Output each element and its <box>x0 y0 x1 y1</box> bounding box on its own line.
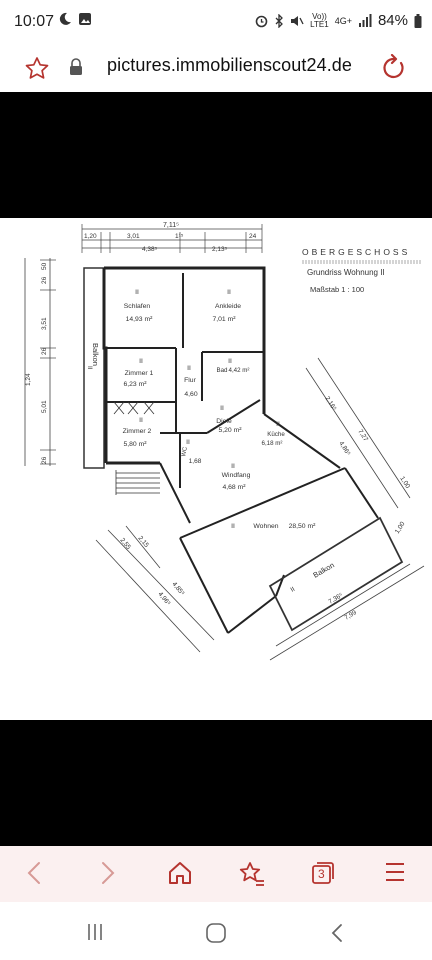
dim-right-c: 7,27 <box>356 428 369 443</box>
lock-icon <box>68 58 84 76</box>
browser-url-bar: pictures.immobilienscout24.de <box>0 46 432 92</box>
svg-text:II: II <box>228 358 232 365</box>
room-diele: Diele <box>216 418 232 425</box>
dim-right-f: 7,99 <box>343 609 358 622</box>
system-back-icon[interactable] <box>328 922 348 944</box>
room-windfang: Windfang <box>222 472 251 479</box>
svg-text:II: II <box>139 417 143 424</box>
browser-bottom-toolbar: 3 <box>0 846 432 902</box>
dim-top-seg6: 2,13⁵ <box>212 246 228 253</box>
room-zimmer2: Zimmer 2 <box>123 428 152 435</box>
bookmark-star-icon[interactable] <box>24 56 50 82</box>
plan-scale: Maßstab 1 : 100 <box>310 285 364 294</box>
alarm-icon <box>255 14 268 28</box>
balcony-right: Balkon <box>312 560 336 579</box>
dim-top-total: 7,11⁵ <box>163 222 179 229</box>
dim-lower-a: 2,55 <box>118 537 132 551</box>
dim-left-b: 5,01 <box>41 400 48 413</box>
svg-text:II: II <box>187 365 191 372</box>
room-zimmer2-area: 5,80 m² <box>123 441 147 448</box>
svg-text:II: II <box>86 366 93 370</box>
dim-left-a: 3,51 <box>41 317 48 330</box>
svg-text:II: II <box>135 289 139 296</box>
room-wohnen: Wohnen <box>253 523 278 530</box>
svg-text:II: II <box>290 586 297 594</box>
dim-right-a: 2,16⁵ <box>323 395 337 412</box>
bluetooth-icon <box>274 13 284 28</box>
gallery-icon <box>78 12 92 26</box>
dim-top-seg5: 4,38⁵ <box>142 246 158 253</box>
back-arrow-icon[interactable] <box>24 860 46 886</box>
room-wc: WC <box>181 446 189 458</box>
room-ankleide-area: 7,01 m² <box>212 316 236 323</box>
dim-top-seg3: 1¹⁵ <box>175 233 184 240</box>
dim-right-d: 1,00 <box>394 520 407 535</box>
mute-icon <box>290 14 304 28</box>
svg-text:II: II <box>231 523 235 530</box>
room-windfang-area: 4,68 m² <box>222 484 246 491</box>
balcony-left: Balkon <box>91 343 100 366</box>
status-bar: 10:07 Vo)) LTE1 4G+ 84% <box>0 0 432 46</box>
status-time: 10:07 <box>14 13 55 30</box>
room-zimmer1-area: 6,23 m² <box>123 381 147 388</box>
dim-lower-c: 4,85⁵ <box>170 581 185 597</box>
dim-left-c: 26 <box>41 276 48 284</box>
dim-top-seg4: 24 <box>249 233 257 240</box>
url-text[interactable]: pictures.immobilienscout24.de <box>107 55 353 75</box>
svg-text:II: II <box>231 463 235 470</box>
tab-count: 3 <box>318 867 325 881</box>
svg-text:II: II <box>139 358 143 365</box>
home-icon[interactable] <box>167 860 193 886</box>
room-wohnen-area: 28,50 m² <box>289 523 317 530</box>
svg-text:II: II <box>220 405 224 412</box>
dnd-moon-icon <box>58 12 72 26</box>
menu-icon[interactable] <box>384 860 406 884</box>
battery-percent: 84% <box>377 12 408 29</box>
room-ankleide: Ankleide <box>215 303 241 310</box>
room-kueche-area: 6,18 m² <box>262 440 283 447</box>
image-letterbox-bottom <box>0 720 432 846</box>
dim-left-f: 50 <box>41 262 48 270</box>
room-diele-area: 5,20 m² <box>218 427 242 434</box>
lte-label: LTE1 <box>310 19 329 29</box>
dim-left-e: 26 <box>41 456 48 464</box>
bookmarks-icon[interactable] <box>238 860 266 888</box>
room-bad: Bad <box>216 367 228 374</box>
dim-right-b: 4,86⁵ <box>337 440 351 457</box>
dim-left-g: 1,24 <box>25 373 32 386</box>
svg-text:II: II <box>227 289 231 296</box>
plan-title: OBERGESCHOSS <box>302 247 410 257</box>
room-zimmer1: Zimmer 1 <box>125 370 154 377</box>
svg-text:II: II <box>276 421 280 428</box>
signal-icon <box>358 14 372 27</box>
room-schlafen-area: 14,93 m² <box>126 316 154 323</box>
home-button-icon[interactable] <box>205 922 227 944</box>
room-flur: Flur <box>184 377 196 384</box>
signal-tag: 4G+ <box>334 15 352 26</box>
room-flur-area: 4,60 <box>184 391 197 398</box>
plan-subtitle: Grundriss Wohnung II <box>307 268 385 277</box>
room-bad-area: 4,42 m² <box>229 367 250 374</box>
svg-text:II: II <box>186 439 190 446</box>
dim-left-d: 26 <box>41 347 48 355</box>
dim-lower-d: 4,96⁵ <box>156 591 171 607</box>
system-navigation-bar <box>0 902 432 960</box>
room-wc-area: 1,68 <box>189 458 202 465</box>
floor-plan-image[interactable]: OBERGESCHOSS Grundriss Wohnung II Maßsta… <box>0 218 432 720</box>
volte-label: Vo)) <box>312 11 327 21</box>
reload-icon[interactable] <box>380 54 408 82</box>
room-kueche: Küche <box>267 431 285 438</box>
image-letterbox-top <box>0 92 432 218</box>
dim-top-seg2: 3,01 <box>127 233 140 240</box>
recent-apps-icon[interactable] <box>85 922 105 942</box>
dim-top-seg1: 1,20 <box>84 233 97 240</box>
tabs-button[interactable]: 3 <box>310 860 336 886</box>
room-schlafen: Schlafen <box>124 303 151 310</box>
forward-arrow-icon[interactable] <box>96 860 118 886</box>
battery-icon <box>414 13 422 28</box>
